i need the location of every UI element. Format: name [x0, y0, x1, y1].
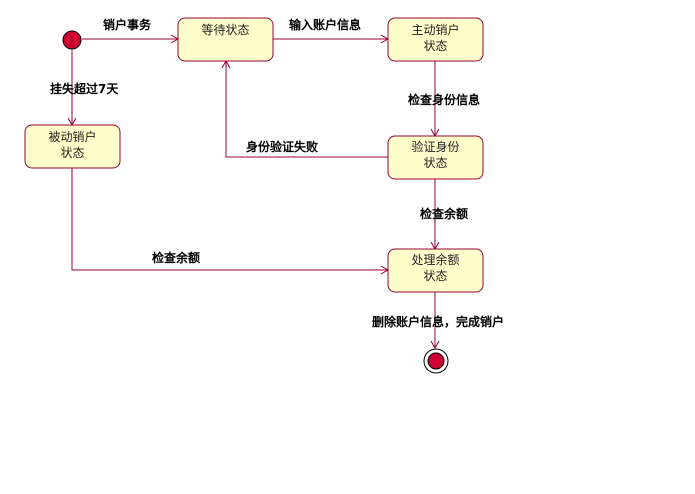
label-waiting-to-active: 输入账户信息	[289, 17, 361, 32]
state-passive-close[interactable]: 被动销户 状态	[24, 124, 121, 169]
final-node	[423, 348, 449, 374]
label-verify-to-waiting: 身份验证失败	[246, 139, 318, 154]
label-start-to-passive: 挂失超过7天	[50, 81, 119, 96]
state-passive-close-line2: 状态	[60, 146, 84, 160]
edge-passive-to-balance	[71, 167, 390, 275]
state-process-balance[interactable]: 处理余额 状态	[387, 248, 484, 293]
label-passive-to-balance: 检查余额	[152, 250, 200, 265]
state-balance-line1: 处理余额	[411, 252, 459, 267]
label-active-to-verify: 检查身份信息	[408, 92, 480, 107]
state-waiting-label: 等待状态	[201, 23, 249, 37]
label-start-to-waiting: 销户事务	[103, 17, 152, 32]
state-active-close-line2: 状态	[423, 39, 447, 53]
state-waiting[interactable]: 等待状态	[177, 17, 274, 62]
state-verify-line1: 验证身份	[411, 139, 459, 154]
state-passive-close-line1: 被动销户	[48, 129, 96, 144]
state-balance-line2: 状态	[423, 269, 447, 283]
edge-start-to-waiting	[82, 34, 180, 44]
state-verify-identity[interactable]: 验证身份 状态	[387, 135, 484, 180]
state-active-close[interactable]: 主动销户 状态	[387, 17, 484, 62]
edge-waiting-to-active	[273, 34, 390, 44]
state-verify-line2: 状态	[423, 156, 447, 170]
initial-node	[62, 30, 82, 50]
label-verify-to-balance: 检查余额	[420, 206, 468, 221]
label-balance-to-final: 删除账户信息，完成销户	[372, 314, 504, 329]
edge-balance-to-final	[430, 291, 440, 350]
state-active-close-line1: 主动销户	[411, 22, 459, 37]
